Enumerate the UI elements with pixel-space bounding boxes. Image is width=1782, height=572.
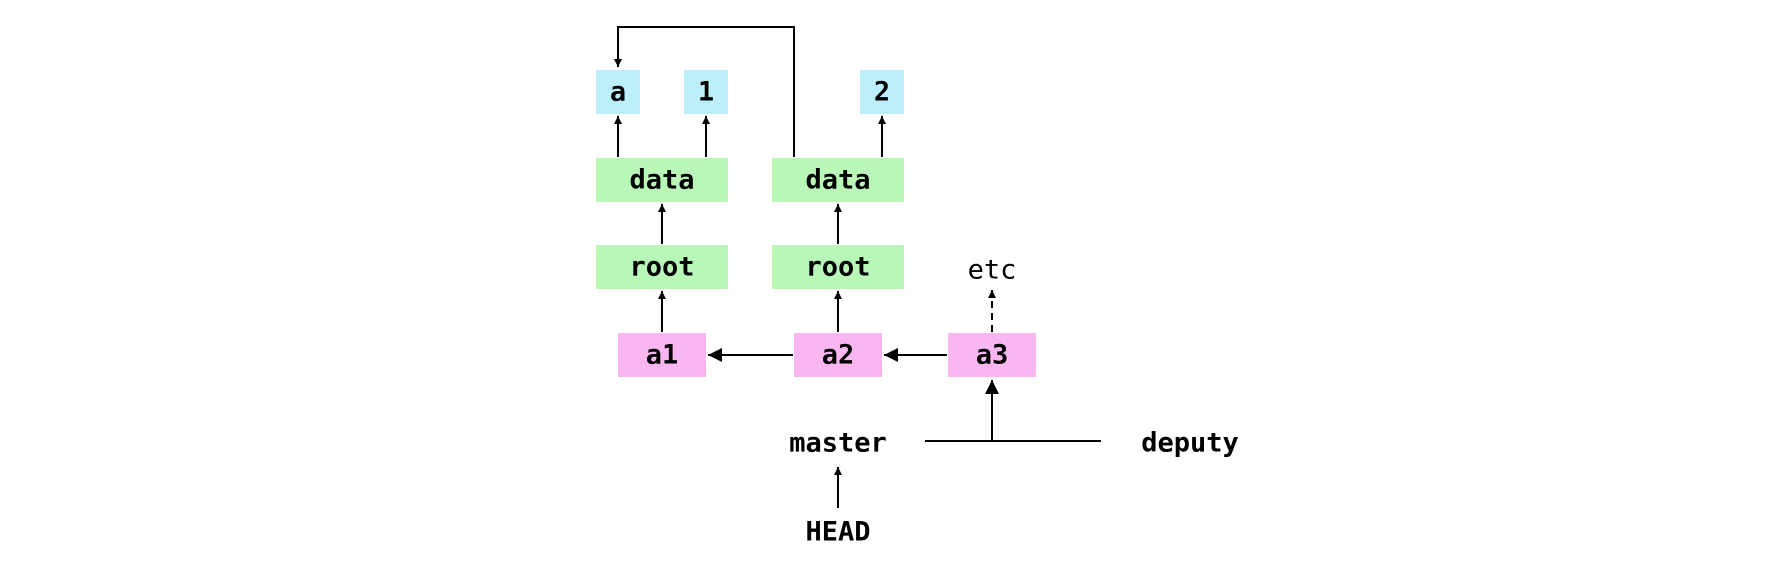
- root-tree-2-label: root: [805, 252, 870, 283]
- data-tree-1-node: data: [596, 158, 728, 202]
- root-tree-2-node: root: [772, 245, 904, 289]
- edge-data2-to-blob-a: [614, 26, 795, 157]
- root-tree-1-box: [596, 245, 728, 289]
- commit-a2-box: [794, 333, 882, 377]
- etc-label: etc: [968, 255, 1017, 286]
- blob-1-box: [684, 70, 728, 114]
- root-tree-1-label: root: [629, 252, 694, 283]
- blob-a-label: a: [610, 77, 626, 108]
- head-pointer-label: HEAD: [805, 517, 870, 548]
- data-tree-2-node: data: [772, 158, 904, 202]
- blob-2-label: 2: [874, 77, 890, 108]
- commit-a2-label: a2: [822, 340, 855, 371]
- blob-2-box: [860, 70, 904, 114]
- commit-a1-node: a1: [618, 333, 706, 377]
- root-tree-1-node: root: [596, 245, 728, 289]
- data-tree-1-label: data: [629, 165, 694, 196]
- commit-a3-node: a3: [948, 333, 1036, 377]
- commit-a2-node: a2: [794, 333, 882, 377]
- commit-a3-box: [948, 333, 1036, 377]
- data-tree-2-box: [772, 158, 904, 202]
- deputy-branch-label: deputy: [1141, 428, 1239, 459]
- blob-a-box: [596, 70, 640, 114]
- blob-1-node: 1: [684, 70, 728, 114]
- blob-1-label: 1: [698, 77, 714, 108]
- blob-a-node: a: [596, 70, 640, 114]
- blob-2-node: 2: [860, 70, 904, 114]
- commit-a1-label: a1: [646, 340, 679, 371]
- commit-a1-box: [618, 333, 706, 377]
- master-branch-label: master: [789, 428, 887, 459]
- data-tree-1-box: [596, 158, 728, 202]
- commit-a3-label: a3: [976, 340, 1009, 371]
- data-tree-2-label: data: [805, 165, 870, 196]
- root-tree-2-box: [772, 245, 904, 289]
